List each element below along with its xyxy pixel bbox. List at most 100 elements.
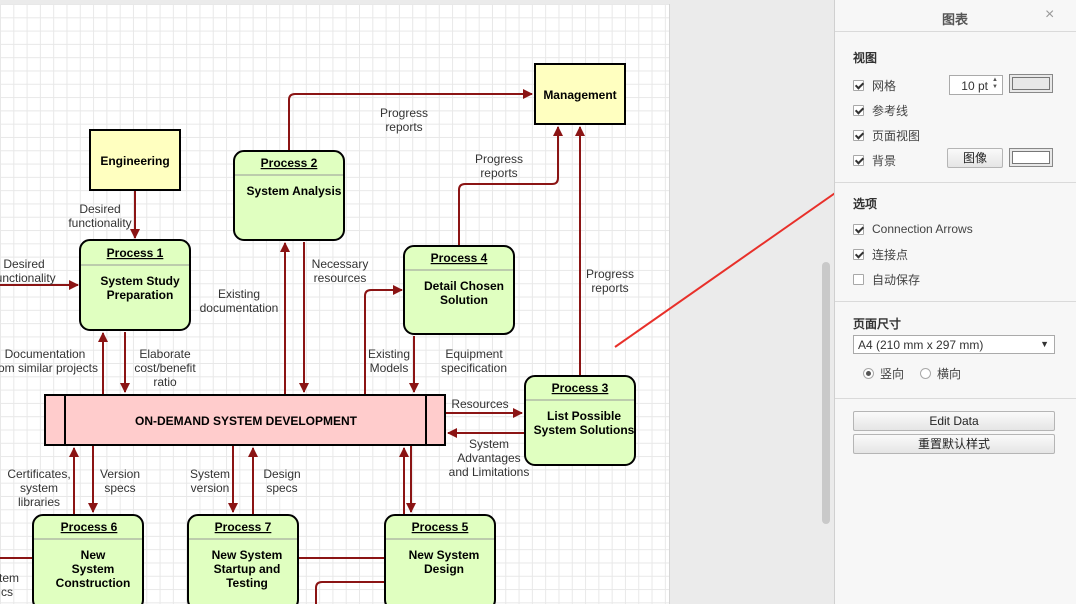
autosave-checkbox[interactable]	[853, 273, 864, 285]
flow-label: cost/benefit	[134, 361, 196, 375]
process-7-line3: Testing	[226, 576, 268, 590]
process-7-line1: New System	[212, 548, 283, 562]
page-view-checkbox[interactable]	[853, 129, 864, 141]
grid-size-input[interactable]: 10 pt ▲▼	[949, 75, 1003, 95]
flow-label: Progress	[475, 152, 523, 166]
close-icon[interactable]: ×	[1045, 6, 1055, 23]
management-label: Management	[543, 88, 616, 102]
system-development-store[interactable]: ON-DEMAND SYSTEM DEVELOPMENT	[44, 394, 446, 446]
flow-label: functionality	[68, 216, 131, 230]
page-view-row[interactable]: 页面视图	[853, 127, 920, 143]
connection-arrows-checkbox[interactable]	[853, 223, 864, 235]
flow-label: ratio	[153, 375, 177, 389]
flow-label: specs	[104, 481, 135, 495]
arrow-p2-management[interactable]	[288, 89, 533, 150]
flow-label: System	[469, 437, 509, 451]
landscape-radio[interactable]	[920, 367, 932, 379]
view-section-title: 视图	[853, 51, 878, 65]
page-size-value: A4 (210 mm x 297 mm)	[858, 338, 984, 352]
reset-style-button[interactable]: 重置默认样式	[853, 434, 1055, 454]
portrait-radio[interactable]	[863, 367, 874, 379]
background-row[interactable]: 背景	[853, 152, 896, 168]
process-1-line2: Preparation	[107, 288, 174, 302]
grid-size-stepper-icon[interactable]: ▲▼	[992, 77, 998, 90]
flow-label: Progress	[586, 267, 634, 281]
autosave-row[interactable]: 自动保存	[853, 271, 920, 287]
background-color-swatch[interactable]	[1009, 148, 1053, 167]
background-checkbox[interactable]	[853, 154, 864, 166]
process-3-line1: List Possible	[547, 409, 621, 423]
flow-label: Desired	[3, 257, 44, 271]
flow-label: system	[20, 481, 58, 495]
arrow-p4-management[interactable]	[458, 126, 563, 245]
flow-label: version	[191, 481, 230, 495]
grid-row[interactable]: 网格	[853, 77, 896, 93]
process-4-line1: Detail Chosen	[424, 279, 504, 293]
panel-header: 图表 ×	[835, 0, 1076, 32]
flow-arrows	[0, 89, 585, 604]
process-3[interactable]: Process 3 List Possible System Solutions	[524, 375, 636, 466]
options-section: 选项 Connection Arrows 连接点 自动保存	[835, 184, 1076, 302]
page-view-label: 页面视图	[872, 128, 921, 143]
landscape-label: 横向	[937, 366, 962, 381]
flow-label: Existing	[368, 347, 410, 361]
flow-label: resources	[314, 271, 367, 285]
flow-label: Elaborate	[139, 347, 191, 361]
guides-checkbox[interactable]	[853, 104, 864, 116]
connection-points-label: 连接点	[872, 247, 909, 262]
management-entity[interactable]: Management	[534, 63, 626, 125]
grid-color-swatch[interactable]	[1009, 74, 1053, 93]
edit-data-button[interactable]: Edit Data	[853, 411, 1055, 431]
process-7[interactable]: Process 7 New System Startup and Testing	[187, 514, 299, 604]
flow-label: specification	[441, 361, 507, 375]
process-6[interactable]: Process 6 New System Construction	[32, 514, 144, 604]
flow-label: Resources	[451, 397, 508, 411]
process-4-name: Process 4	[431, 251, 488, 265]
process-6-name: Process 6	[61, 520, 118, 534]
process-5-name: Process 5	[412, 520, 469, 534]
grid-checkbox[interactable]	[853, 79, 864, 91]
annotation-arrow	[614, 192, 834, 348]
arrow-sys-p4[interactable]	[364, 285, 403, 394]
flow-label: reports	[385, 120, 422, 134]
data-flow-diagram[interactable]: Management Engineering Process 1 System …	[0, 0, 670, 604]
page-size-select[interactable]: A4 (210 mm x 297 mm) ▼	[853, 335, 1055, 354]
process-3-line2: System Solutions	[534, 423, 635, 437]
flow-label: libraries	[18, 495, 60, 509]
connection-points-row[interactable]: 连接点	[853, 246, 908, 262]
process-2-line1: System Analysis	[247, 184, 342, 198]
line-bottom-p5	[315, 581, 385, 604]
process-5-line2: Design	[424, 562, 464, 576]
autosave-label: 自动保存	[872, 272, 921, 287]
process-4[interactable]: Process 4 Detail Chosen Solution	[403, 245, 515, 335]
flow-label: Desired	[79, 202, 120, 216]
flow-label: System	[190, 467, 230, 481]
process-5[interactable]: Process 5 New System Design	[384, 514, 496, 604]
flow-label: om similar projects	[0, 361, 98, 375]
engineering-entity[interactable]: Engineering	[89, 129, 181, 191]
flow-label: Version	[100, 467, 140, 481]
process-1[interactable]: Process 1 System Study Preparation	[79, 239, 191, 331]
flow-label: Existing	[218, 287, 260, 301]
flow-label: and Limitations	[449, 465, 530, 479]
chevron-down-icon: ▼	[1040, 339, 1049, 349]
flow-labels: Progress reports Progress reports Progre…	[0, 106, 634, 599]
flow-label: Documentation	[5, 347, 86, 361]
format-panel: 图表 × 视图 网格 参考线 页面视图 背景 10 pt ▲▼ 图像 选项 Co…	[834, 0, 1076, 604]
flow-label: cs	[1, 585, 13, 599]
connection-arrows-row[interactable]: Connection Arrows	[853, 221, 973, 237]
page-size-section-title: 页面尺寸	[853, 317, 902, 331]
vertical-scrollbar[interactable]	[822, 262, 830, 524]
connection-arrows-label: Connection Arrows	[872, 222, 973, 236]
page-size-section: 页面尺寸	[835, 303, 1076, 399]
process-3-name: Process 3	[552, 381, 609, 395]
background-image-button[interactable]: 图像	[947, 148, 1003, 168]
flow-label: Design	[263, 467, 300, 481]
diagram-canvas[interactable]: Management Engineering Process 1 System …	[0, 0, 834, 604]
process-6-line2: System	[72, 562, 115, 576]
process-6-line3: Construction	[56, 576, 131, 590]
background-label: 背景	[872, 153, 897, 168]
connection-points-checkbox[interactable]	[853, 248, 864, 260]
process-2[interactable]: Process 2 System Analysis	[233, 150, 345, 241]
guides-row[interactable]: 参考线	[853, 102, 908, 118]
